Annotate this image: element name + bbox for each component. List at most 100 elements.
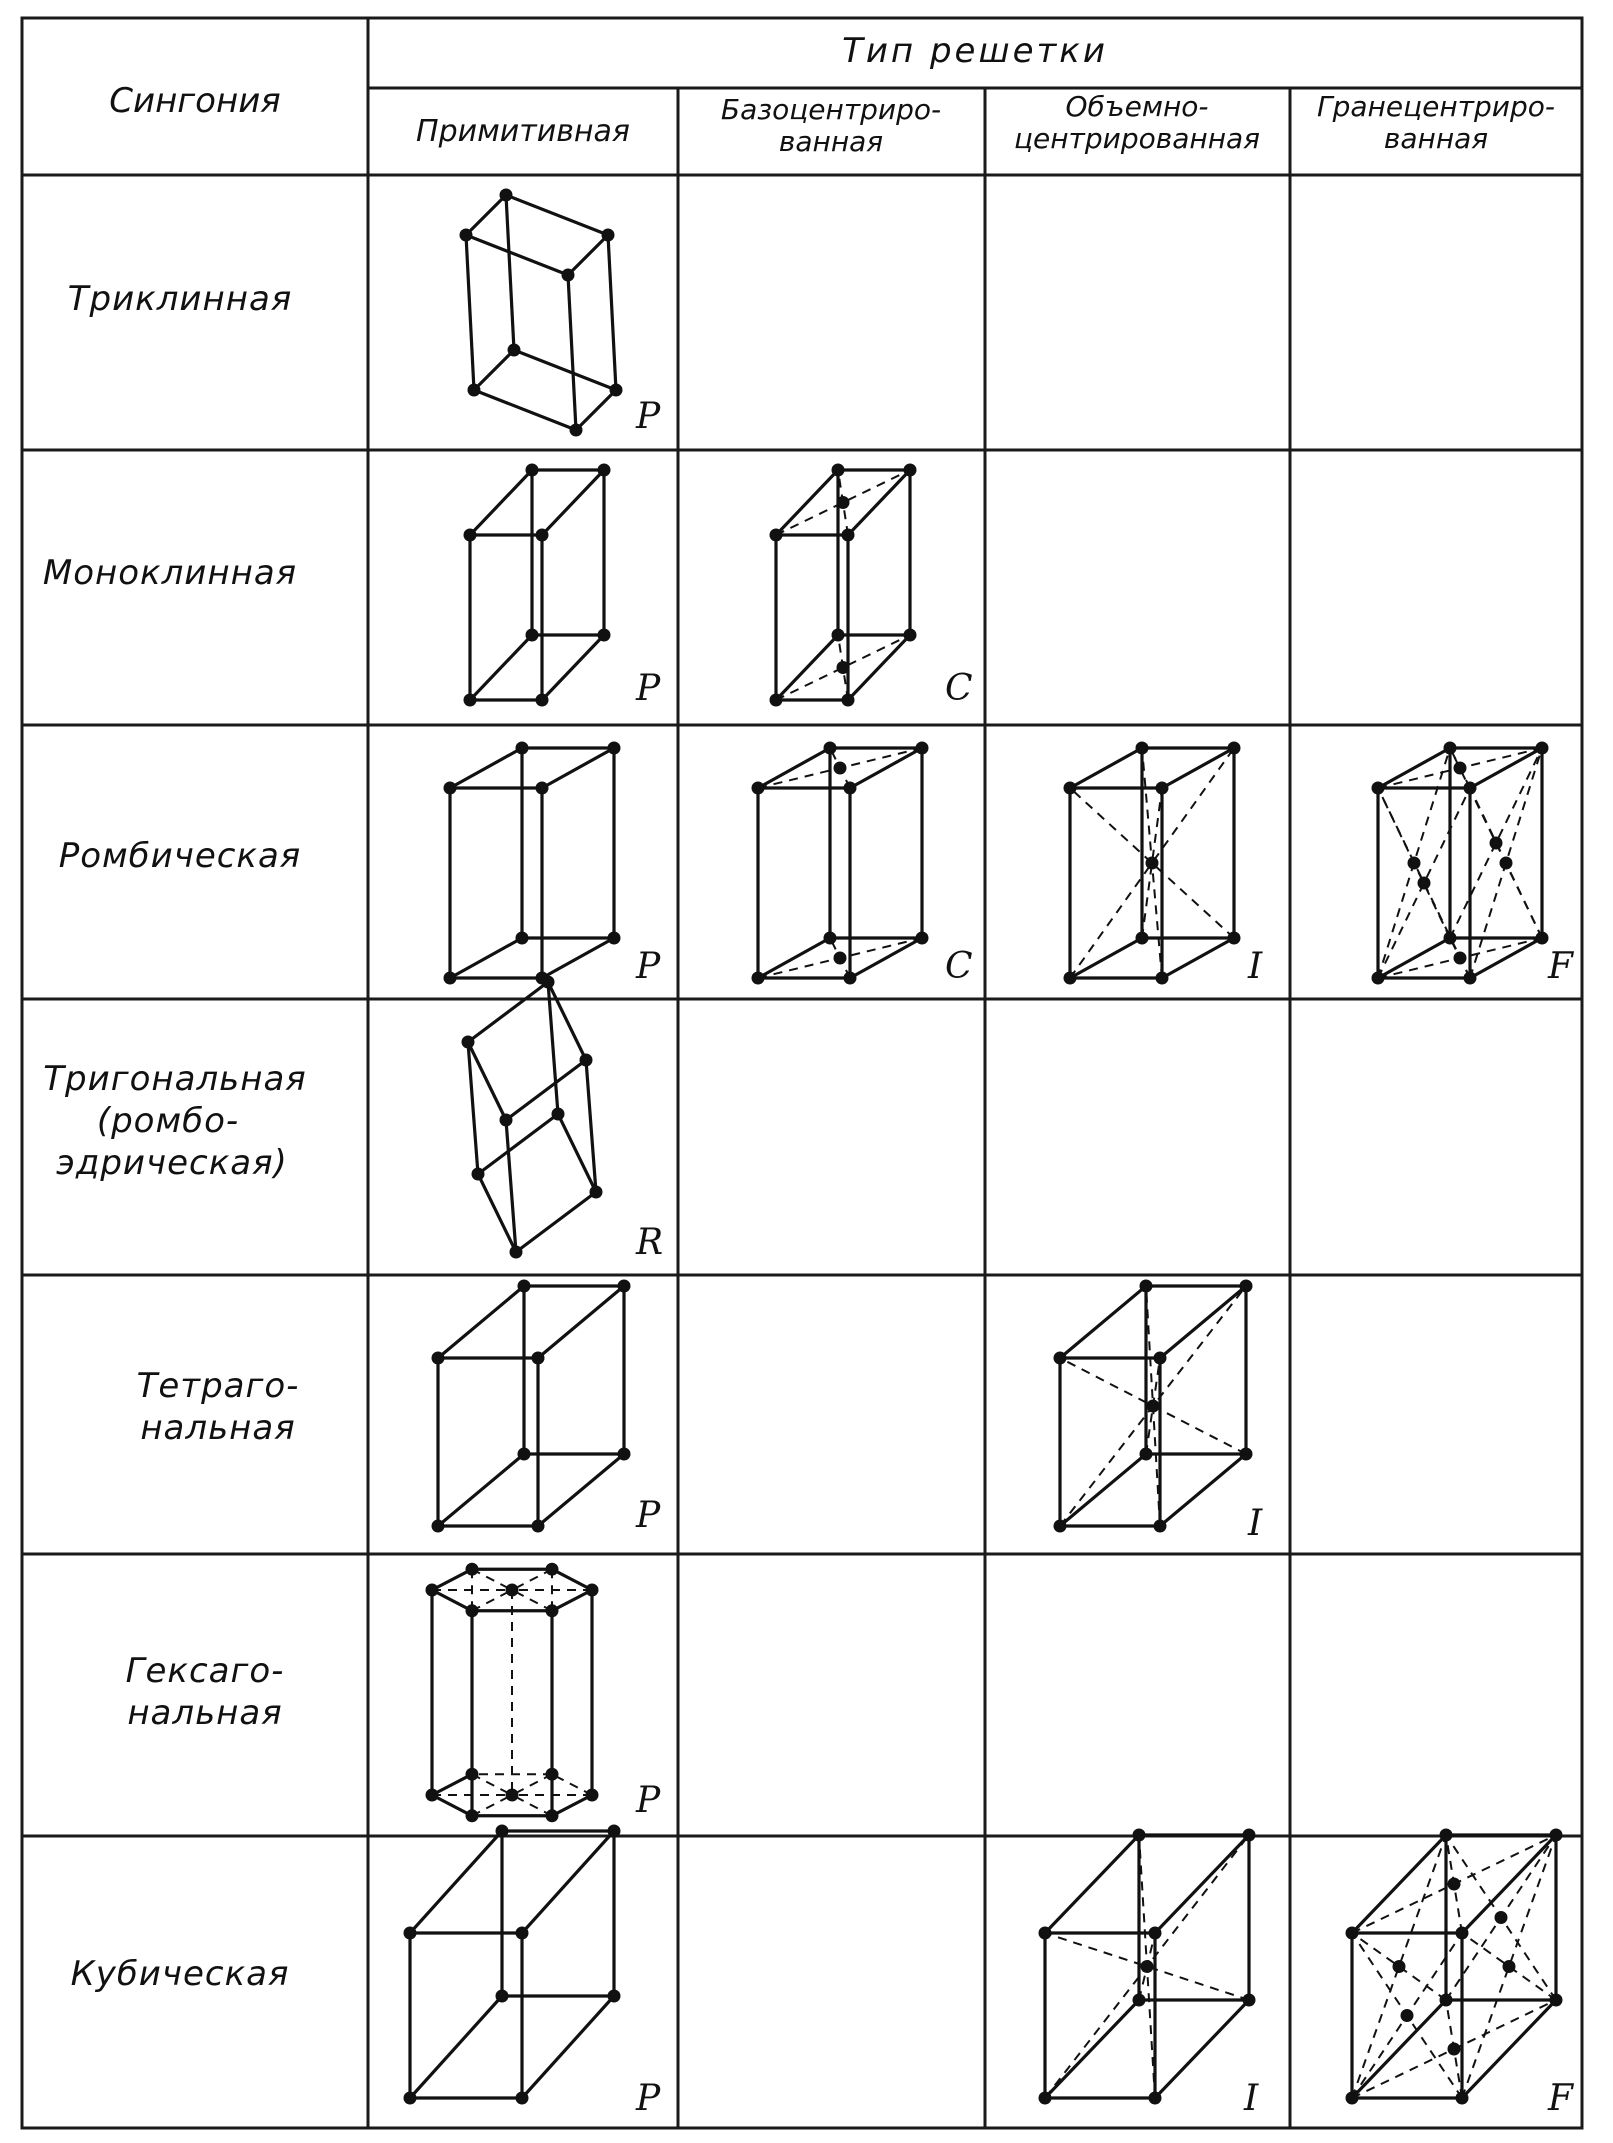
atom-node: [1132, 1828, 1146, 1842]
lattice-edge: [466, 1040, 508, 1122]
atom-node: [1227, 741, 1241, 755]
column-header-body-line-2: центрированная: [1014, 122, 1260, 155]
lattice-letter-trigonal-primitive: R: [635, 1222, 663, 1263]
atom-node: [585, 1788, 599, 1802]
atom-node: [1053, 1519, 1067, 1533]
lattice-letter-cubic-body: I: [1243, 2078, 1259, 2119]
lattice-orthorhombic-body: [1063, 741, 1241, 985]
lattice-letter-tetragonal-body: I: [1247, 1503, 1263, 1544]
atom-node: [1038, 1926, 1052, 1940]
lattice-triclinic-primitive: [459, 188, 623, 437]
atom-node: [589, 1185, 603, 1199]
atom-node: [515, 2091, 529, 2105]
lattice-letter-orthorhombic-primitive: P: [635, 946, 661, 987]
atom-node: [1443, 931, 1457, 945]
lattice-monoclinic-base: [769, 463, 917, 707]
row-label-tetragonal-line-1: Тетраго-: [137, 1366, 300, 1406]
lattice-edge: [430, 1567, 474, 1592]
column-header-face-centered: Гранецентриро- ванная: [1317, 90, 1555, 155]
atom-node: [831, 628, 845, 642]
lattice-edge: [464, 233, 570, 277]
atom-node: [1145, 856, 1159, 870]
atom-node: [1447, 1877, 1461, 1891]
lattice-letter-monoclinic-primitive: P: [635, 668, 661, 709]
atom-node: [495, 1989, 509, 2003]
atom-node: [1400, 2009, 1414, 2022]
atom-node: [1155, 781, 1169, 795]
atom-node: [551, 1107, 565, 1121]
atom-node: [467, 383, 481, 397]
atom-node: [545, 1604, 559, 1618]
lattice-letter-orthorhombic-base: C: [945, 946, 973, 987]
dashed-bond: [1044, 1932, 1250, 2001]
atom-node: [769, 693, 783, 707]
atom-node: [1535, 931, 1549, 945]
atom-node: [607, 931, 621, 945]
lattice-edge: [436, 1452, 526, 1528]
atom-node: [1053, 1351, 1067, 1365]
dashed-bond: [1449, 747, 1543, 939]
lattice-edge: [1058, 1452, 1148, 1528]
lattice-edge: [550, 1588, 594, 1613]
lattice-edge: [430, 1588, 474, 1613]
column-header-primitive: Примитивная: [416, 114, 630, 149]
lattice-edge: [436, 1284, 526, 1360]
lattice-edge: [536, 1284, 626, 1360]
atom-node: [1140, 1960, 1154, 1973]
atom-node: [1502, 1960, 1516, 1973]
column-header-base-line-2: ванная: [779, 125, 883, 158]
table-border: [20, 16, 1584, 2130]
column-header-base-line-1: Базоцентриро-: [721, 93, 941, 126]
row-label-orthorhombic: Ромбическая: [59, 836, 302, 876]
dashed-bond: [775, 469, 911, 536]
atom-node: [515, 741, 529, 755]
atom-node: [465, 1809, 479, 1823]
lattice-letter-monoclinic-base: C: [945, 668, 973, 709]
atom-node: [833, 761, 847, 775]
atom-node: [585, 1583, 599, 1597]
column-header-face-line-1: Гранецентриро-: [1317, 90, 1555, 123]
atom-node: [1242, 1828, 1256, 1842]
lattice-edge: [1376, 936, 1452, 980]
lattice-orthorhombic-primitive: [443, 741, 621, 985]
lattice-edge: [584, 1058, 598, 1194]
column-header-face-line-2: ванная: [1384, 122, 1488, 155]
atom-node: [443, 971, 457, 985]
atom-node: [751, 971, 765, 985]
atom-node: [431, 1519, 445, 1533]
lattice-letters: P P C P C I F R P I P P I F: [635, 396, 1575, 2119]
atom-node: [431, 1351, 445, 1365]
atom-node: [463, 528, 477, 542]
atom-node: [601, 228, 615, 242]
atom-node: [403, 2091, 417, 2105]
lattice-edge: [846, 633, 912, 702]
column-header-body-centered: Объемно- центрированная: [1014, 90, 1260, 155]
atom-node: [597, 628, 611, 642]
dashed-bond: [775, 634, 911, 701]
atom-node: [831, 463, 845, 477]
atom-node: [545, 1809, 559, 1823]
atom-node: [1499, 856, 1513, 870]
dashed-bond: [1377, 787, 1471, 979]
lattice-edge: [464, 193, 508, 237]
atom-node: [841, 693, 855, 707]
lattice-letter-cubic-primitive: P: [635, 2078, 661, 2119]
atom-node: [609, 383, 623, 397]
atom-node: [1371, 971, 1385, 985]
lattice-edge: [1376, 746, 1452, 790]
row-label-trigonal-line-1: Тригональная: [43, 1059, 306, 1099]
atom-node: [1139, 1279, 1153, 1293]
atom-node: [535, 693, 549, 707]
row-label-trigonal-line-3: эдрическая): [56, 1143, 288, 1183]
atom-node: [561, 268, 575, 282]
table-grid: [20, 16, 1584, 2130]
atom-node: [1345, 1926, 1359, 1940]
row-label-cubic: Кубическая: [71, 1954, 290, 1994]
atom-node: [1063, 781, 1077, 795]
dashed-bond: [471, 1589, 513, 1612]
lattice-edge: [1058, 1284, 1148, 1360]
lattice-edge: [464, 233, 476, 392]
atom-node: [1535, 741, 1549, 755]
atom-node: [1038, 2091, 1052, 2105]
